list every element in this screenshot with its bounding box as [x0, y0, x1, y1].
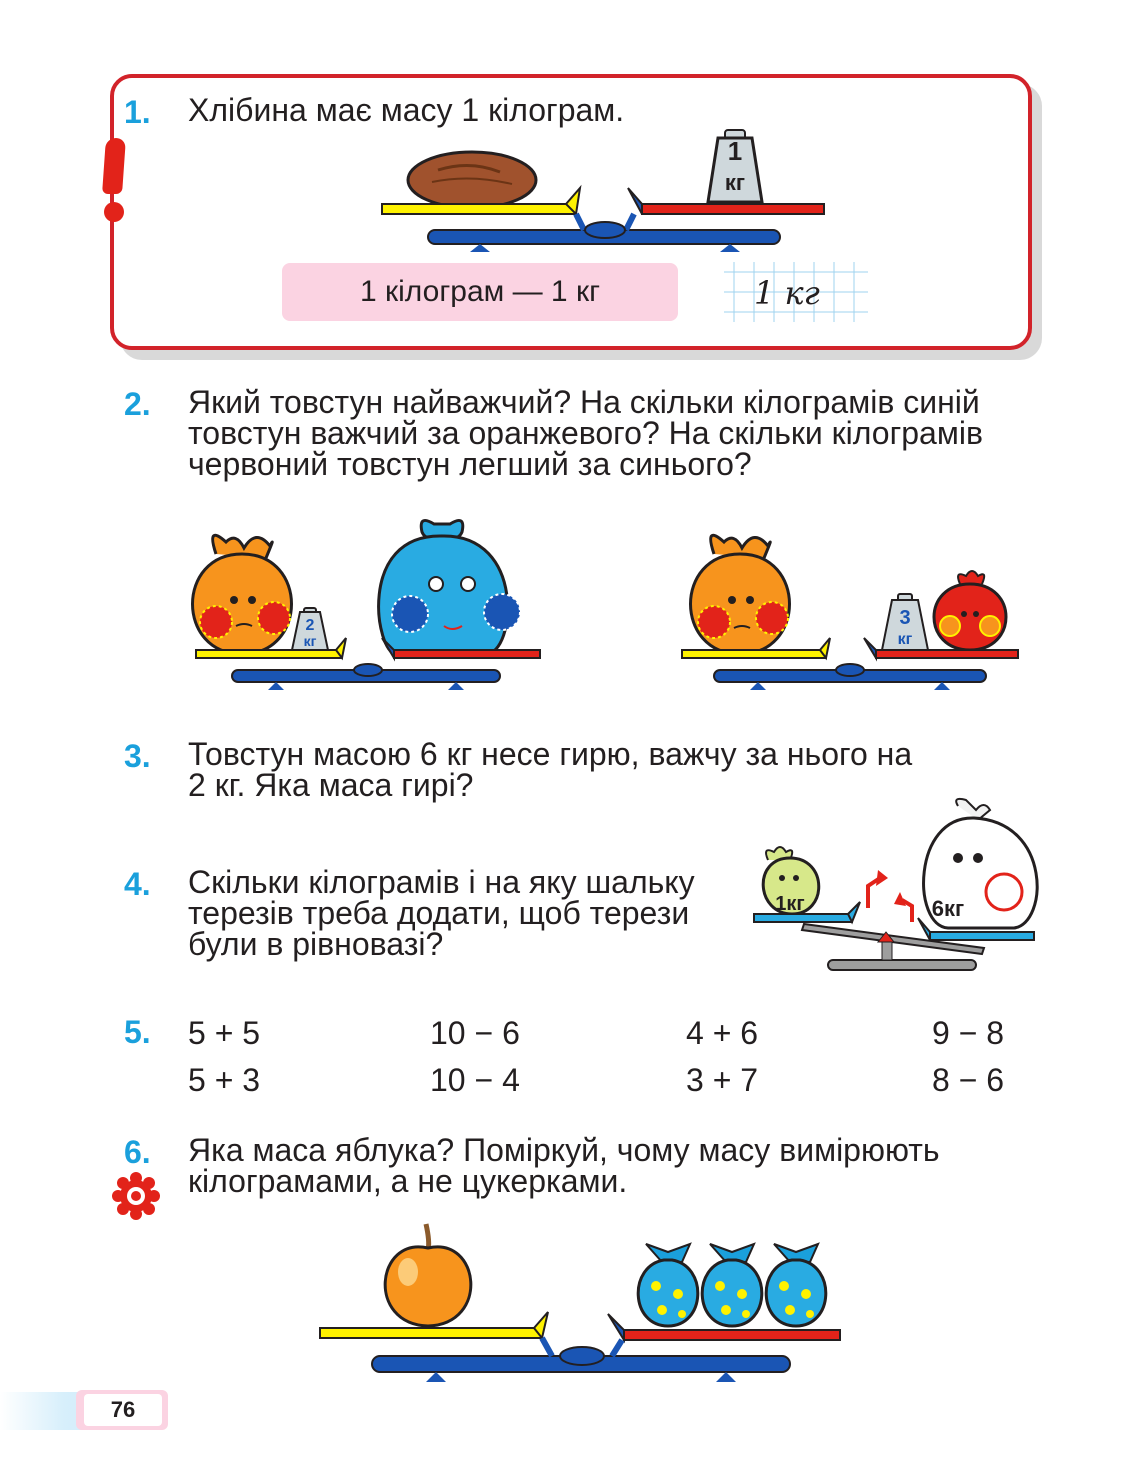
label-6kg: 6кг: [932, 896, 964, 921]
page-number: 76: [84, 1394, 162, 1426]
task-1-number: 1.: [124, 94, 151, 130]
expression: 10 − 6: [430, 1015, 520, 1051]
expression: 8 − 6: [932, 1062, 1005, 1098]
task-4-line-2: терезів треба додати, щоб терези: [188, 895, 690, 931]
candy-icon: [636, 1242, 700, 1328]
expression: 5 + 3: [188, 1062, 261, 1098]
weight-3kg-value: 3: [899, 607, 910, 629]
balance-scale-orange-red: 3 кг: [681, 533, 1019, 690]
task-6-text: Яка маса яблука? Поміркуй, чому масу вим…: [188, 1132, 1044, 1199]
weight-1kg-icon: 1 кг: [706, 129, 764, 204]
red-bag-icon: [932, 570, 1008, 652]
green-bag-icon: 1кг: [761, 846, 821, 916]
task-2-text: Який товстун найважчий? На скільки кілог…: [188, 384, 1048, 482]
weight-2kg-unit: кг: [304, 633, 317, 649]
balance-scale-bread: 1 кг: [381, 129, 825, 252]
task-3-number: 3.: [124, 738, 151, 774]
orange-bag-icon-2: [689, 533, 791, 656]
weight-2kg-value: 2: [306, 617, 315, 634]
task-6-number: 6.: [124, 1134, 151, 1170]
task-4-text: Скільки кілограмів і на яку шальку терез…: [188, 864, 748, 962]
expression: 10 − 4: [430, 1062, 520, 1098]
task-1-text: Хлібина має масу 1 кілограм.: [188, 92, 625, 128]
expression: 5 + 5: [188, 1015, 261, 1051]
task-3-line-1: Товстун масою 6 кг несе гирю, важчу за н…: [188, 736, 913, 772]
task-6-line-2: кілограмами, а не цукерками.: [188, 1163, 628, 1199]
arrow-down-icon: [900, 898, 914, 922]
task-2-line-2: товстун важчий за оранжевого? На скільки…: [188, 415, 983, 451]
tilted-scale: 1кг 6кг: [753, 797, 1039, 971]
expression: 3 + 7: [686, 1062, 759, 1098]
candy-icon: [700, 1242, 764, 1328]
exclamation-icon: [102, 138, 126, 194]
task-4-line-3: були в рівновазі?: [188, 926, 444, 962]
task-3-text: Товстун масою 6 кг несе гирю, важчу за н…: [188, 736, 1044, 803]
task-6-line-1: Яка маса яблука? Поміркуй, чому масу вим…: [188, 1132, 940, 1168]
apple-icon: [383, 1223, 473, 1328]
candy-icon: [764, 1242, 828, 1328]
task-2-number: 2.: [124, 386, 151, 422]
blue-bag-icon: [377, 518, 521, 656]
balance-scale-orange-blue: 2 кг: [191, 518, 541, 690]
copybook-cell: 1 кг: [724, 262, 868, 322]
label-1kg: 1кг: [775, 893, 804, 915]
expression: 4 + 6: [686, 1015, 759, 1051]
white-bag-icon: 6кг: [922, 797, 1039, 930]
task-2-line-3: червоний товстун легший за синього?: [188, 446, 752, 482]
weight-2kg-icon: 2 кг: [290, 607, 330, 651]
weight-3kg-icon: 3 кг: [880, 593, 930, 651]
weight-3kg-unit: кг: [898, 631, 913, 648]
task-4-number: 4.: [124, 866, 151, 902]
handwritten-unit: 1 кг: [754, 274, 820, 312]
task-3-line-2: 2 кг. Яка маса гирі?: [188, 767, 474, 803]
balance-scale-apple-candies: [319, 1223, 841, 1382]
weight-1kg-unit: кг: [725, 170, 745, 195]
weight-1kg-value: 1: [728, 136, 742, 166]
flower-icon: [112, 1172, 160, 1220]
task-5-number: 5.: [124, 1014, 151, 1050]
orange-bag-icon: [191, 533, 293, 656]
task-4-line-1: Скільки кілограмів і на яку шальку: [188, 864, 695, 900]
arrow-up-icon: [866, 876, 882, 908]
rule-definition: 1 кілограм — 1 кг: [282, 263, 678, 321]
exclamation-dot: [104, 202, 124, 222]
task-2-line-1: Який товстун найважчий? На скільки кілог…: [188, 384, 980, 420]
bread-icon: [406, 150, 538, 210]
expression: 9 − 8: [932, 1015, 1005, 1051]
